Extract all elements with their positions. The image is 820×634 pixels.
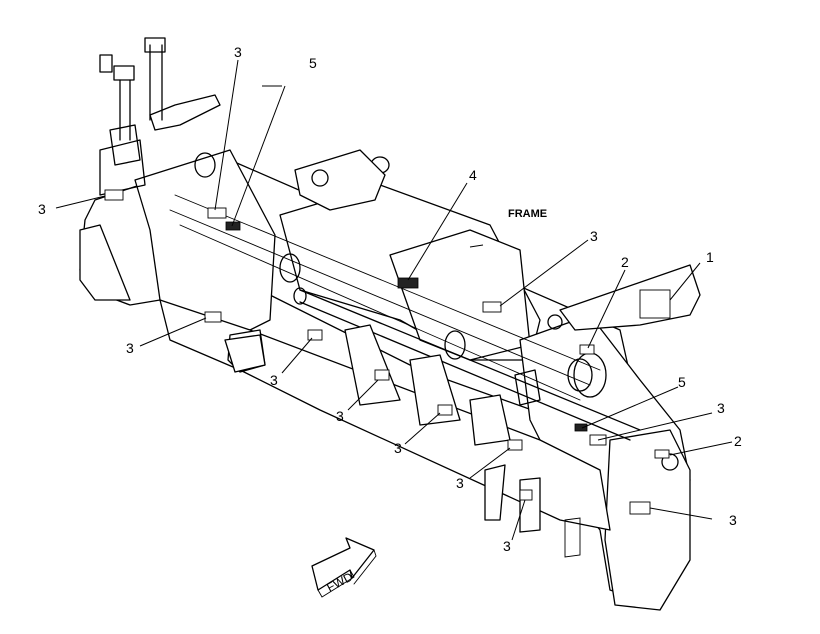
frame-right-arm [559, 264, 701, 331]
decal-3 [307, 329, 323, 341]
frame-right-end [604, 429, 691, 611]
callout-3: 3 [270, 372, 278, 388]
left-post-2 [119, 79, 131, 141]
callout-3: 3 [717, 400, 725, 416]
callout-3: 3 [38, 201, 46, 217]
callout-5: 5 [309, 55, 317, 71]
callout-4: 4 [469, 167, 477, 183]
fwd-arrow: FWD [311, 537, 377, 598]
main-shaft [299, 289, 641, 431]
callout-3: 3 [456, 475, 464, 491]
decal-3 [482, 301, 502, 313]
callout-3: 3 [394, 440, 402, 456]
decal-3 [207, 207, 227, 219]
frame-assembly [79, 37, 701, 611]
callout-1: 1 [706, 249, 714, 265]
callout-3: 3 [234, 44, 242, 60]
callout-3: 3 [126, 340, 134, 356]
decal-3 [437, 404, 453, 416]
decal-4 [397, 277, 419, 289]
decal-2 [579, 344, 595, 355]
decal-3 [629, 501, 651, 515]
decal-3 [374, 369, 390, 381]
decal-3 [204, 311, 222, 323]
decal-3 [507, 439, 523, 451]
frame-center-bracket [294, 149, 386, 211]
leader-lines [55, 59, 733, 541]
frame-label: FRAME [508, 208, 547, 220]
callout-3: 3 [336, 408, 344, 424]
callout-3: 3 [503, 538, 511, 554]
callouts: 1 2 2 3 3 3 3 3 3 3 3 3 3 3 3 4 5 5 FRAM… [38, 44, 742, 554]
callout-5: 5 [678, 374, 686, 390]
decal-1 [639, 289, 671, 319]
decal-3 [654, 449, 670, 459]
callout-2: 2 [734, 433, 742, 449]
callout-2: 2 [621, 254, 629, 270]
callout-3: 3 [729, 512, 737, 528]
decal-3 [104, 189, 124, 201]
left-post-1 [149, 44, 163, 121]
callout-3: 3 [590, 228, 598, 244]
decal-3 [519, 489, 533, 501]
decal-5 [574, 423, 588, 432]
